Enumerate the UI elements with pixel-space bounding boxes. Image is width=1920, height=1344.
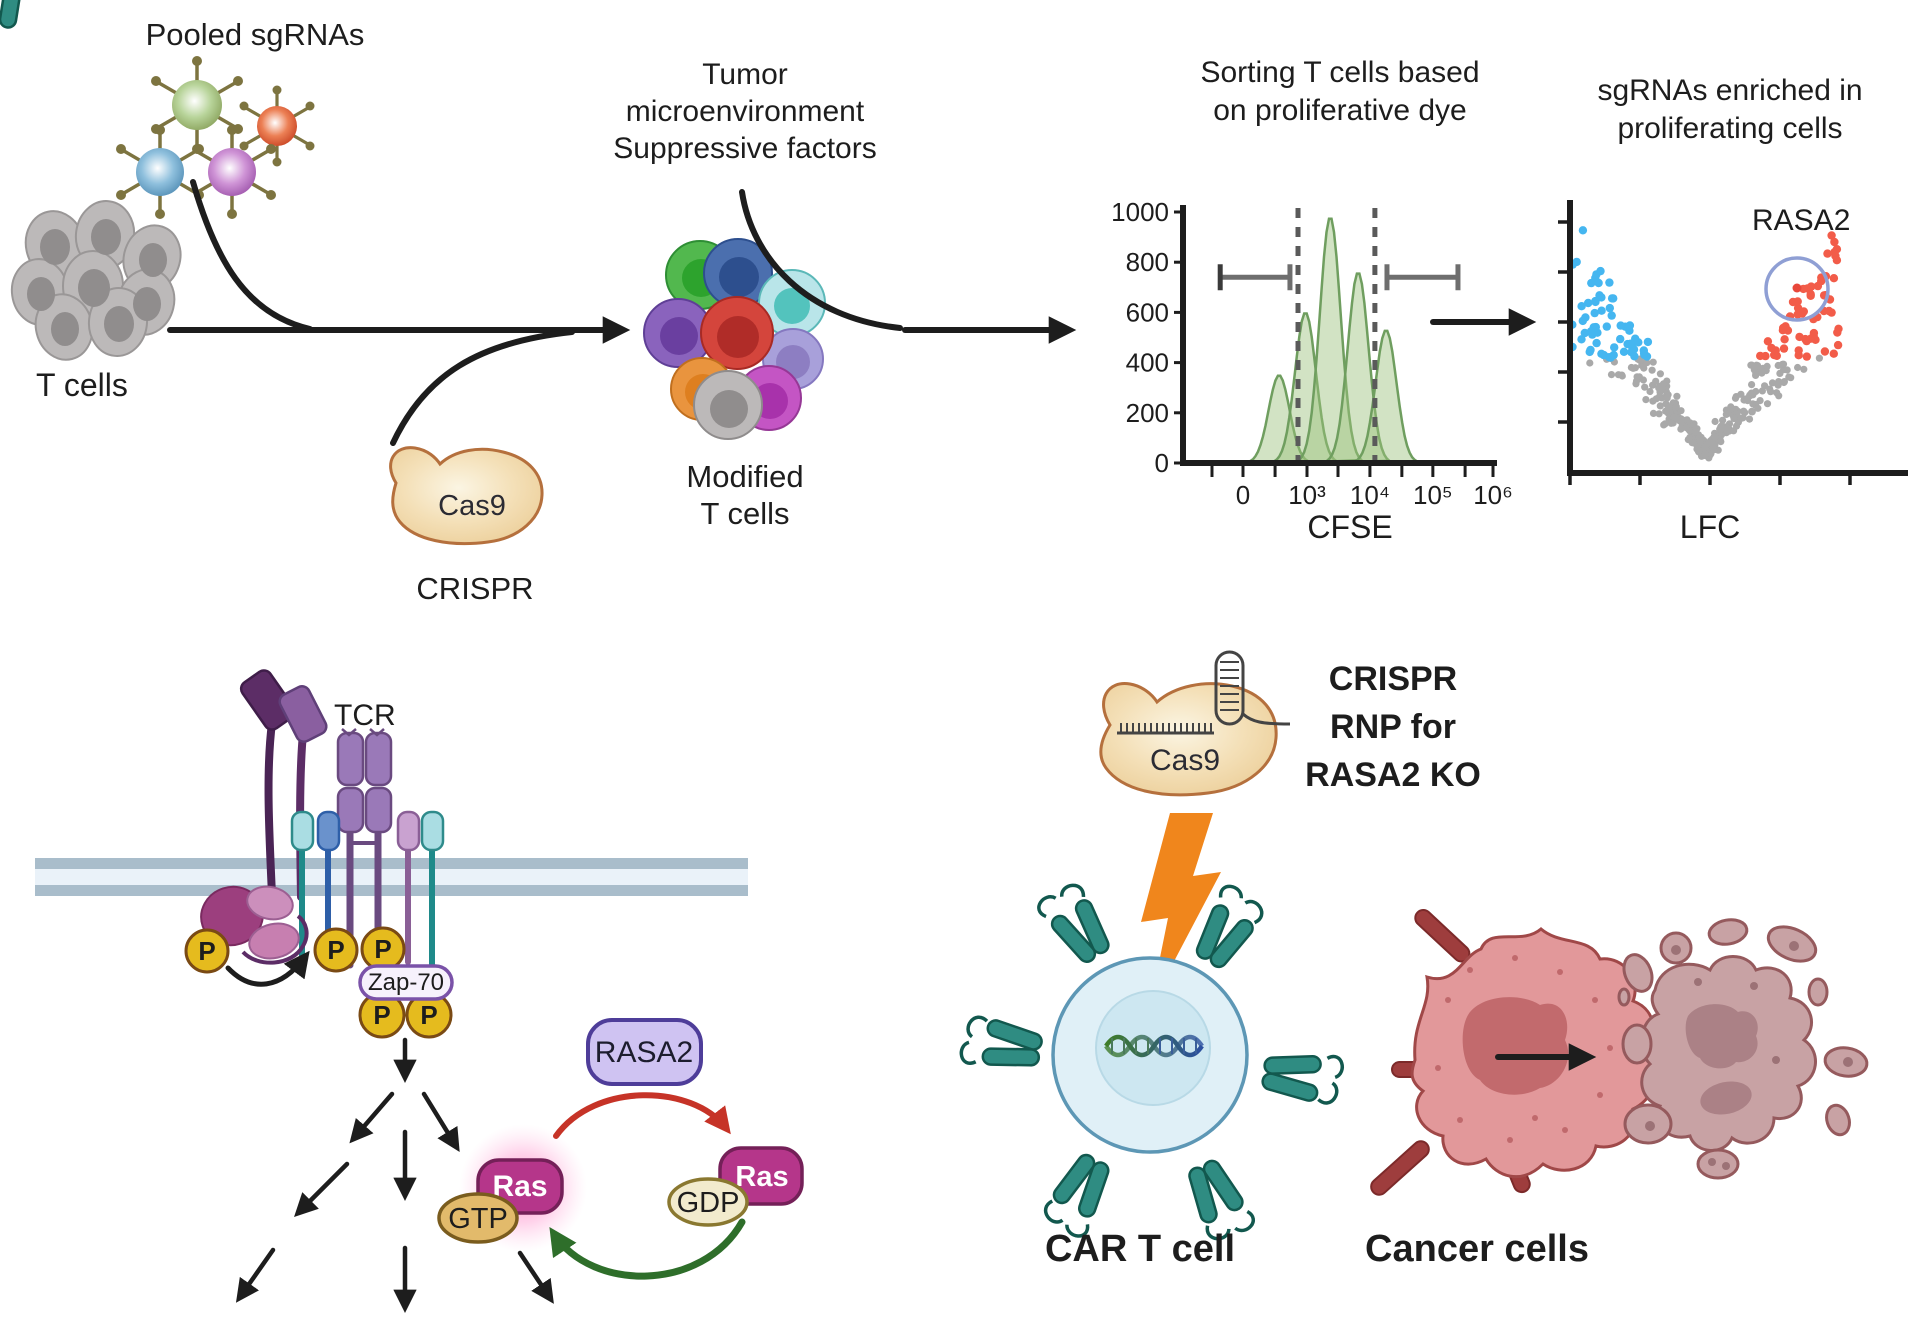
cas9-rnp: Cas9 [1099, 650, 1291, 797]
modified-line2: T cells [700, 496, 790, 531]
lfc-axis-label: LFC [1679, 509, 1741, 545]
tcr-signaling: P P P P P Zap-70 [35, 669, 748, 1039]
rasa2-highlight-dot [1792, 283, 1802, 293]
volcano-title-line2: proliferating cells [1617, 112, 1843, 145]
rnp-line1: CRISPR [1328, 660, 1458, 698]
svg-text:10³: 10³ [1288, 480, 1326, 510]
curve-sgrna-in [190, 179, 313, 332]
svg-text:1000: 1000 [1111, 197, 1169, 227]
pooled-sgrnas-label: Pooled sgRNAs [145, 17, 365, 52]
svg-text:600: 600 [1126, 297, 1169, 327]
lck-kinase [200, 885, 309, 965]
ras-cycle: RASA2 Ras GTP Ras GDP [437, 1018, 804, 1252]
zap70-label: Zap-70 [368, 969, 444, 996]
sgrna-particle-green [151, 56, 243, 154]
svg-text:0: 0 [1155, 448, 1169, 478]
curve-tme-in [739, 189, 903, 331]
arrow-gdp-exchange [549, 1218, 746, 1280]
p-label: P [374, 934, 391, 964]
signal-cascade-arrows [235, 1037, 554, 1314]
dead-cell-debris [1617, 918, 1869, 1180]
tcr-paddles [239, 669, 328, 743]
cas9-label: Cas9 [438, 490, 506, 522]
t-cells-label: T cells [36, 367, 128, 403]
car-receptor-icon [0, 0, 24, 29]
volcano-title-line1: sgRNAs enriched in [1597, 74, 1863, 107]
sgrna-particle-red [239, 85, 315, 167]
car-panel: Cas9 [0, 0, 1869, 1247]
svg-text:10⁴: 10⁴ [1350, 480, 1390, 510]
crispr-rnp-label: CRISPR RNP for RASA2 KO [1288, 655, 1498, 799]
rasa2-highlight-ring [1764, 256, 1830, 322]
phosphates [184, 926, 453, 1039]
cancer-cells-label: Cancer cells [1365, 1228, 1589, 1270]
car-t-cell-label: CAR T cell [1044, 1228, 1236, 1270]
cfse-histogram: 0 200 400 600 800 1000 0 10³ 10⁴ 10⁵ 10⁶ [1111, 197, 1513, 510]
tcr-label: TCR [334, 699, 396, 732]
rasa2-pill: RASA2 [586, 1018, 703, 1086]
p-label: P [373, 1000, 390, 1030]
modified-t-cell-cluster [643, 238, 826, 440]
curve-cas9-in [390, 329, 575, 446]
crispr-label: CRISPR [416, 571, 534, 606]
gdp-label: GDP [677, 1187, 740, 1219]
volcano-title: sgRNAs enriched in proliferating cells [1540, 72, 1920, 148]
volcano-plot [1558, 200, 1908, 485]
sgrna-hairpin-icon [1117, 650, 1291, 735]
svg-text:200: 200 [1126, 398, 1169, 428]
rasa2-label: RASA2 [595, 1036, 693, 1069]
svg-text:800: 800 [1126, 247, 1169, 277]
tme-label: Tumor microenvironment Suppressive facto… [590, 56, 900, 167]
tme-line1: Tumor [702, 58, 788, 91]
ras-gdp: Ras GDP [667, 1146, 804, 1227]
cell-membrane [35, 858, 748, 896]
cas9-blob: Cas9 [389, 446, 544, 546]
p-label: P [420, 1000, 437, 1030]
svg-text:400: 400 [1126, 348, 1169, 378]
sgrna-particle-blue [116, 125, 204, 219]
cancer-cell-speckles [1435, 955, 1613, 1143]
svg-text:10⁵: 10⁵ [1413, 480, 1453, 510]
modified-line1: Modified [686, 459, 804, 494]
zap70-pill: Zap-70 [358, 964, 454, 1001]
car-t-cell [0, 0, 1346, 1247]
connectors [167, 179, 1597, 1314]
arrow-p-activation [225, 950, 310, 987]
cas9-rnp-label: Cas9 [1150, 744, 1220, 777]
tme-line2: microenvironment [625, 95, 865, 128]
cd3-subunits [290, 810, 445, 852]
histogram-title: Sorting T cells based on proliferative d… [1140, 54, 1540, 130]
rnp-line3: RASA2 KO [1305, 756, 1481, 794]
arrow-gap-hydrolysis [553, 1092, 731, 1139]
histogram-title-line1: Sorting T cells based [1200, 56, 1480, 89]
svg-text:10⁶: 10⁶ [1473, 480, 1513, 510]
cancer-cell [1370, 908, 1657, 1196]
tcr-receptor [336, 728, 393, 845]
p-label: P [327, 935, 344, 965]
dna-icon [1104, 1034, 1204, 1058]
histogram-title-line2: on proliferative dye [1213, 94, 1467, 127]
rnp-line2: RNP for [1330, 708, 1456, 746]
sgrna-particle-purple [195, 125, 276, 219]
ras-label: Ras [735, 1161, 788, 1193]
modified-t-cells-label: Modified T cells [640, 458, 850, 532]
p-label: P [198, 936, 215, 966]
t-cell-cluster [10, 200, 182, 361]
tme-line3: Suppressive factors [613, 132, 877, 165]
ras-gtp: Ras GTP [437, 1158, 564, 1244]
svg-text:0: 0 [1236, 480, 1250, 510]
rasa2-hit-label: RASA2 [1752, 204, 1851, 237]
sgrna-particles [116, 56, 315, 219]
cfse-axis-label: CFSE [1307, 509, 1393, 545]
gtp-label: GTP [448, 1203, 508, 1235]
